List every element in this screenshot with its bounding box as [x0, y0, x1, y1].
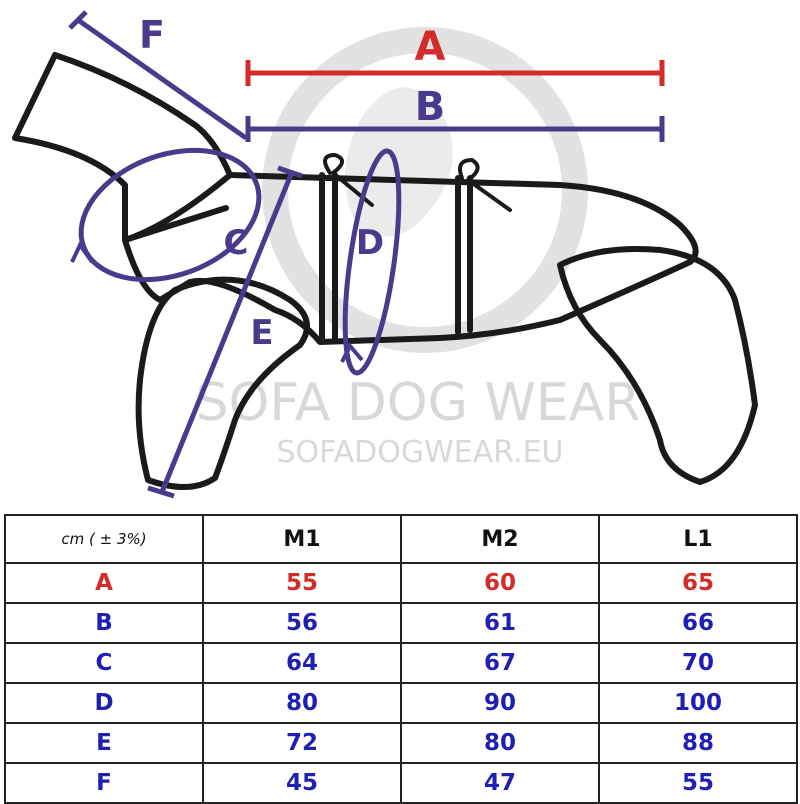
watermark-url: SOFADOGWEAR.EU: [276, 435, 563, 470]
table-cell: 72: [202, 722, 402, 764]
table-cell: 66: [598, 602, 798, 644]
label-A: A: [415, 24, 446, 70]
table-cell: 67: [400, 642, 600, 684]
size-L1: L1: [598, 514, 798, 564]
measure-E: [147, 165, 303, 499]
table-cell: 100: [598, 682, 798, 724]
measure-B: [245, 116, 665, 142]
row-label: C: [4, 642, 204, 684]
row-label: E: [4, 722, 204, 764]
table-cell: 61: [400, 602, 600, 644]
row-label: D: [4, 682, 204, 724]
measure-D: [340, 148, 402, 376]
garment-outline: [12, 52, 758, 491]
table-cell: 45: [202, 762, 402, 804]
label-B: B: [415, 84, 446, 130]
size-M1: M1: [202, 514, 402, 564]
collar-band: [122, 205, 229, 243]
measure-C: [70, 147, 262, 283]
label-F: F: [139, 13, 165, 57]
table-cell: 70: [598, 642, 798, 684]
table-cell: 88: [598, 722, 798, 764]
table-cell: 60: [400, 562, 600, 604]
label-D: D: [356, 223, 384, 263]
size-header-row: cm ( ± 3%) M1 M2 L1: [4, 514, 798, 564]
table-cell: 90: [400, 682, 600, 724]
hind-leg-outline: [557, 246, 758, 485]
dog-coat-measurement-diagram: SOFA DOG WEAR SOFADOGWEAR.EU A B: [12, 10, 758, 499]
measure-F: [68, 10, 248, 141]
table-cell: 55: [202, 562, 402, 604]
measure-A: [245, 60, 665, 86]
table-cell: 55: [598, 762, 798, 804]
table-cell: 80: [400, 722, 600, 764]
row-label: B: [4, 602, 204, 644]
collar-outline: [12, 52, 233, 243]
table-cell: 56: [202, 602, 402, 644]
table-cell: 64: [202, 642, 402, 684]
size-M2: M2: [400, 514, 600, 564]
row-label: F: [4, 762, 204, 804]
watermark-brand: SOFA DOG WEAR: [196, 373, 641, 433]
label-C: C: [224, 223, 249, 263]
table-cell: 80: [202, 682, 402, 724]
table-cell: 47: [400, 762, 600, 804]
row-label: A: [4, 562, 204, 604]
front-leg-outline: [135, 276, 311, 491]
table-cell: 65: [598, 562, 798, 604]
label-E: E: [250, 313, 273, 353]
unit-cell: cm ( ± 3%): [4, 514, 204, 564]
